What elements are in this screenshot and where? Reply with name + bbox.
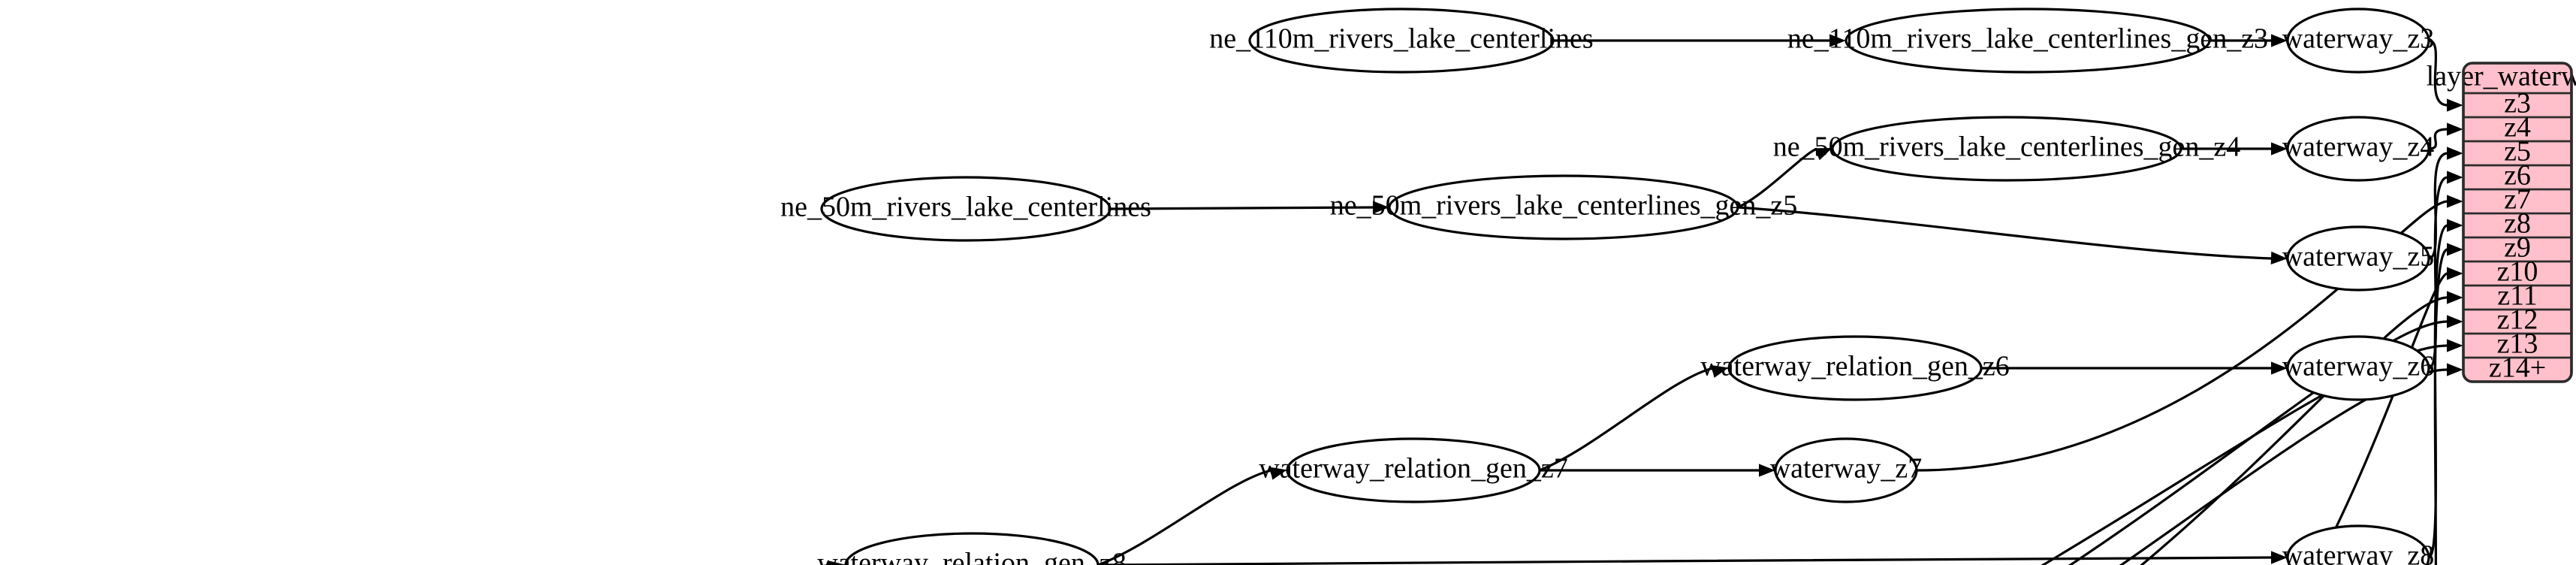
node-shape-waterway_z3 xyxy=(2286,8,2430,74)
edge-waterway_z11-to-layer_waterway-z11 xyxy=(2140,296,2448,565)
edge-waterway_z9-to-layer_waterway-z9 xyxy=(2433,248,2448,565)
node-waterway_z5[interactable]: waterway_z5 xyxy=(2282,225,2435,292)
arrowhead-icon xyxy=(1814,147,1832,161)
edge-ne_50m_rivers_lake_centerlines_gen_z5-to-waterway_z5 xyxy=(1737,206,2273,260)
arrowhead-icon xyxy=(1829,34,1846,47)
arrowhead-icon xyxy=(2447,147,2463,160)
node-shape-ne_50m_rivers_lake_centerlines_gen_z5 xyxy=(1388,174,1739,240)
node-shape-waterway_relation_gen_z7 xyxy=(1286,437,1541,503)
arrowhead-icon xyxy=(2447,171,2463,184)
edge-waterway_relation_gen_z8-to-waterway_relation_gen_z7 xyxy=(1097,469,1272,565)
arrowhead-icon xyxy=(1269,467,1287,480)
arrowhead-icon xyxy=(2447,98,2463,112)
node-waterway_relation_gen_z8[interactable]: waterway_relation_gen_z8 xyxy=(817,532,1127,565)
arrowhead-icon xyxy=(2447,291,2463,304)
node-waterway_z4[interactable]: waterway_z4 xyxy=(2282,116,2435,182)
node-waterway_z7[interactable]: waterway_z7 xyxy=(1770,437,1923,503)
node-ne_110m_rivers_lake_centerlines[interactable]: ne_110m_rivers_lake_centerlines xyxy=(1209,8,1594,74)
node-shape-ne_110m_rivers_lake_centerlines xyxy=(1248,8,1555,74)
node-ne_50m_rivers_lake_centerlines_gen_z5[interactable]: ne_50m_rivers_lake_centerlines_gen_z5 xyxy=(1330,174,1798,240)
arrowhead-icon xyxy=(2447,122,2463,136)
edge-waterway_z14-to-layer_waterway-z14+ xyxy=(2119,368,2448,565)
arrowhead-icon xyxy=(2447,243,2463,256)
node-shape-waterway_relation_gen_z6 xyxy=(1727,335,1983,401)
layer-waterway-table-outline xyxy=(2462,62,2573,383)
arrowhead-icon xyxy=(2447,339,2463,352)
node-waterway_relation_gen_z7[interactable]: waterway_relation_gen_z7 xyxy=(1259,437,1568,503)
arrowhead-icon xyxy=(2270,251,2288,265)
arrowhead-icon xyxy=(2270,551,2288,564)
node-waterway_z3[interactable]: waterway_z3 xyxy=(2282,8,2435,74)
node-shape-waterway_z7 xyxy=(1774,437,1918,503)
arrowhead-icon xyxy=(828,560,846,565)
edges-layer xyxy=(823,34,2463,565)
arrowhead-icon xyxy=(2447,267,2463,280)
node-shape-waterway_z4 xyxy=(2286,116,2430,182)
node-shape-ne_110m_rivers_lake_centerlines_gen_z3 xyxy=(1845,8,2211,74)
node-shape-waterway_z8 xyxy=(2286,524,2430,565)
node-shape-waterway_z6 xyxy=(2286,335,2430,401)
node-shape-waterway_z5 xyxy=(2286,225,2430,292)
arrowhead-icon xyxy=(2447,363,2463,376)
node-shape-ne_50m_rivers_lake_centerlines xyxy=(820,176,1112,242)
edge-ne_50m_rivers_lake_centerlines_gen_z5-to-ne_50m_rivers_lake_centerlines_gen_z4 xyxy=(1737,147,1817,209)
edge-waterway_z5-to-layer_waterway-z5 xyxy=(2428,152,2448,260)
nodes-layer: imposm3osm_waterway_relationosm_waterway… xyxy=(780,8,2435,565)
edge-waterway_z13-to-layer_waterway-z13 xyxy=(2041,344,2448,565)
arrowhead-icon xyxy=(2271,142,2288,156)
edge-waterway_z4-to-layer_waterway-z4 xyxy=(2428,128,2448,150)
edge-waterway_relation_gen_z7-to-waterway_relation_gen_z6 xyxy=(1539,367,1714,472)
arrowhead-icon xyxy=(2447,195,2463,208)
arrowhead-icon xyxy=(2447,219,2463,232)
node-shape-waterway_relation_gen_z8 xyxy=(844,532,1099,565)
edge-ne_50m_rivers_lake_centerlines-to-ne_50m_rivers_lake_centerlines_gen_z5 xyxy=(1109,206,1374,210)
arrowhead-icon xyxy=(2271,34,2288,47)
node-ne_50m_rivers_lake_centerlines[interactable]: ne_50m_rivers_lake_centerlines xyxy=(780,176,1151,242)
arrowhead-icon xyxy=(2271,361,2288,375)
edge-waterway_z6-to-layer_waterway-z6 xyxy=(2428,176,2448,370)
edge-waterway_relation_gen_z8-to-waterway_z8 xyxy=(1097,556,2273,565)
arrowhead-icon xyxy=(1373,201,1389,214)
node-shape-ne_50m_rivers_lake_centerlines_gen_z4 xyxy=(1831,116,2182,182)
arrowhead-icon xyxy=(1711,364,1729,378)
node-ne_50m_rivers_lake_centerlines_gen_z4[interactable]: ne_50m_rivers_lake_centerlines_gen_z4 xyxy=(1773,116,2241,182)
edge-waterway_z7-to-layer_waterway-z7 xyxy=(1916,200,2448,472)
arrowhead-icon xyxy=(2447,315,2463,328)
node-waterway_relation_gen_z6[interactable]: waterway_relation_gen_z6 xyxy=(1700,335,2010,401)
node-ne_110m_rivers_lake_centerlines_gen_z3[interactable]: ne_110m_rivers_lake_centerlines_gen_z3 xyxy=(1787,8,2268,74)
arrowhead-icon xyxy=(1759,464,1775,477)
node-waterway_z8[interactable]: waterway_z8 xyxy=(2282,524,2435,565)
edge-waterway_z3-to-layer_waterway-z3 xyxy=(2428,39,2448,107)
